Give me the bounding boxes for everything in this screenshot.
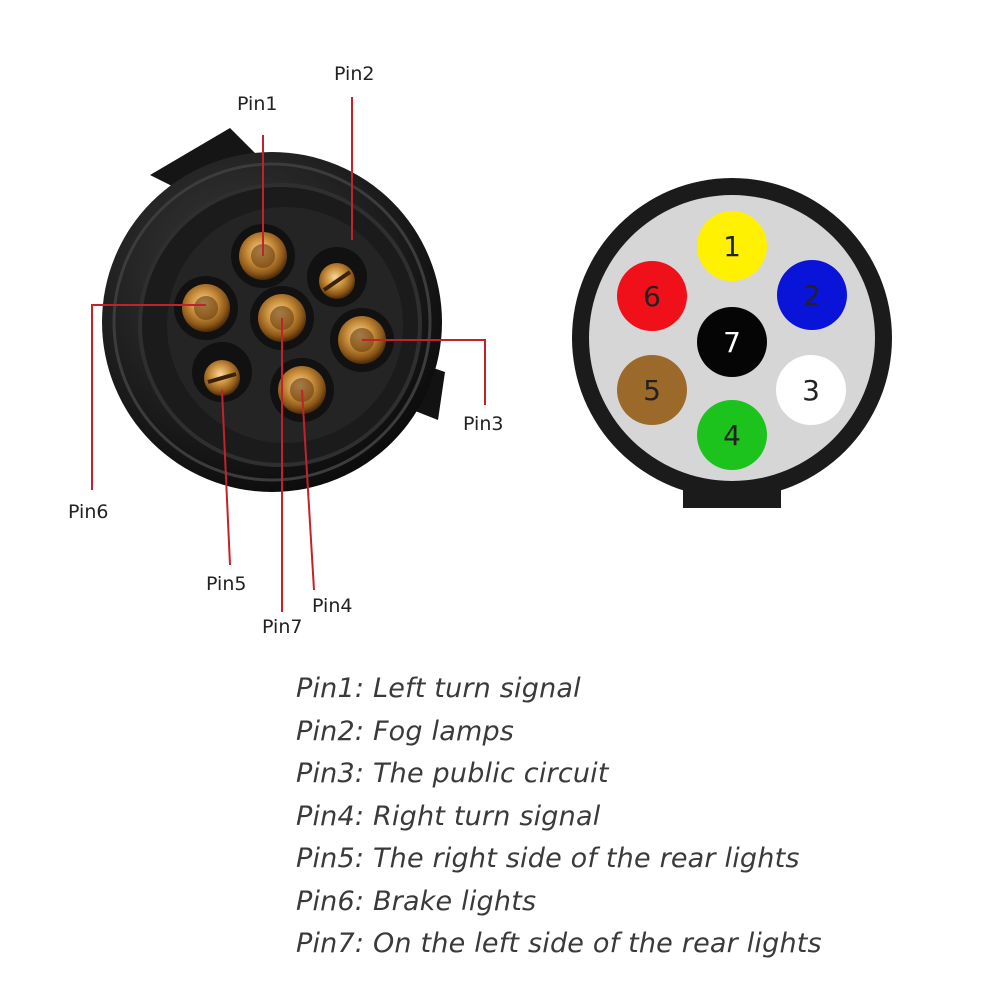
leader-pin3: [362, 339, 486, 405]
label-pin7: Pin7: [262, 616, 302, 638]
socket-illustration: [102, 128, 445, 492]
pinout-pin-6: 6: [617, 261, 687, 331]
legend-pin4: Pin4: Right turn signal: [296, 800, 601, 832]
svg-text:2: 2: [803, 279, 821, 312]
leader-pin5: [221, 389, 231, 566]
leader-pin4: [301, 389, 315, 591]
pinout-pin-1: 1: [697, 211, 767, 281]
pinout-pin-2: 2: [777, 260, 847, 330]
pinout-pin-3: 3: [776, 355, 846, 425]
leader-pin6: [91, 304, 206, 490]
label-pin1: Pin1: [237, 93, 277, 115]
svg-text:4: 4: [723, 419, 741, 452]
pinout-diagram: 1 2 3 4 5 6 7: [572, 178, 892, 508]
socket-pin-6: [174, 276, 238, 340]
legend-pin6: Pin6: Brake lights: [296, 885, 537, 917]
pinout-pin-7: 7: [697, 307, 767, 377]
legend-pin2: Pin2: Fog lamps: [296, 715, 515, 747]
legend-pin7: Pin7: On the left side of the rear light…: [296, 928, 822, 959]
legend-pin5: Pin5: The right side of the rear lights: [296, 843, 800, 874]
svg-text:7: 7: [723, 326, 741, 359]
pinout-pin-5: 5: [617, 355, 687, 425]
label-pin4: Pin4: [312, 595, 352, 617]
svg-text:3: 3: [802, 374, 820, 407]
label-pin5: Pin5: [206, 573, 246, 595]
svg-text:6: 6: [643, 280, 661, 313]
svg-text:5: 5: [643, 374, 661, 407]
label-pin2: Pin2: [334, 63, 374, 85]
pin-function-legend: Pin1: Left turn signal Pin2: Fog lamps P…: [296, 668, 822, 966]
pin-leader-lines: [91, 97, 486, 612]
socket-pin-2: [307, 247, 367, 307]
legend-pin3: Pin3: The public circuit: [296, 758, 609, 789]
label-pin3: Pin3: [463, 413, 503, 435]
pinout-pin-4: 4: [697, 400, 767, 470]
legend-pin1: Pin1: Left turn signal: [296, 673, 581, 704]
label-pin6: Pin6: [68, 501, 108, 523]
svg-text:1: 1: [723, 230, 741, 263]
socket-pin-5: [192, 342, 252, 402]
